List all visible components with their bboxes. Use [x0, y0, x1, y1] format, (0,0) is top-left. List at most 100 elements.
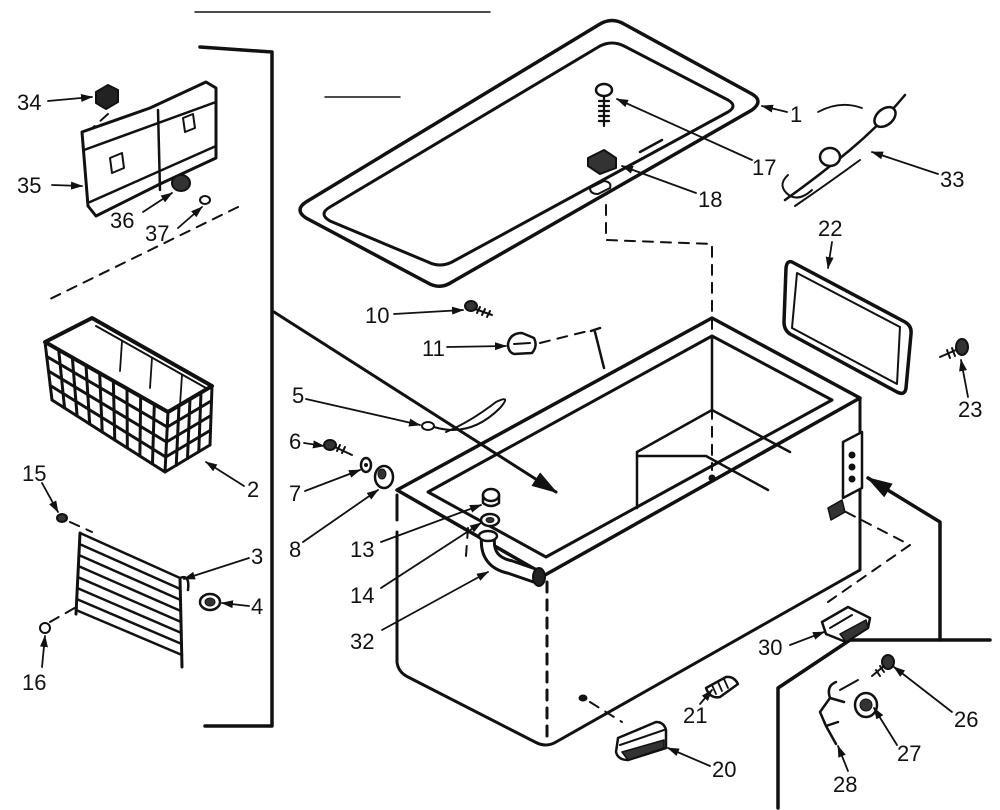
basket-wire	[43, 340, 214, 414]
divider-slat	[78, 542, 182, 591]
leader-line-16	[39, 635, 48, 668]
leader-line-28	[837, 745, 849, 772]
callout-13: 13	[350, 537, 374, 562]
callout-30: 30	[758, 635, 782, 660]
knob-part-8	[373, 464, 395, 490]
leader-line-18	[621, 165, 697, 194]
callout-6: 6	[289, 429, 301, 454]
leader-line-14	[380, 522, 482, 589]
callout-23: 23	[958, 397, 982, 422]
leader-line-35	[51, 181, 83, 190]
divider-part-3	[74, 531, 190, 669]
wire-basket-part-2	[43, 316, 214, 474]
screw-part-23	[939, 338, 969, 359]
lid-bracket-part-18	[587, 149, 713, 471]
leader-line-37	[177, 206, 203, 229]
basket-back-wire	[119, 340, 123, 372]
callout-2: 2	[247, 477, 259, 502]
clip-part-11	[506, 326, 606, 370]
leader-line-30	[789, 631, 825, 646]
cord-assembly-part-33	[781, 93, 907, 207]
leader-line-23	[959, 359, 969, 398]
callout-16: 16	[22, 670, 46, 695]
left-group-arrow	[272, 310, 558, 494]
callout-14: 14	[350, 583, 374, 608]
freezer-cabinet	[395, 316, 911, 747]
panel-part-22	[782, 259, 913, 396]
callout-3: 3	[251, 544, 263, 569]
leader-line-3	[183, 557, 250, 580]
leader-line-5	[305, 398, 421, 427]
basket-back-rim	[95, 325, 207, 389]
cap-part-13	[481, 487, 501, 508]
washer-part-37	[199, 195, 211, 205]
screw-part-10	[464, 300, 493, 318]
leader-line-34	[47, 94, 93, 102]
divider-slat	[74, 608, 184, 657]
divider-slat	[77, 553, 182, 602]
basket-wire	[50, 398, 212, 474]
divider-left-edge	[74, 531, 82, 616]
basket-back-wire	[149, 357, 153, 389]
callout-22: 22	[818, 216, 842, 241]
basket-wire	[47, 369, 213, 444]
block-part-20	[614, 720, 668, 762]
callout-36: 36	[110, 208, 134, 233]
divider-slat	[78, 531, 182, 580]
callout-18: 18	[698, 187, 722, 212]
washer-part-7	[359, 456, 373, 474]
basket-back-wire	[179, 374, 183, 406]
leader-line-26	[893, 666, 953, 713]
hinge-part-35	[80, 80, 218, 218]
leader-line-33	[871, 151, 939, 175]
leader-line-22	[825, 241, 834, 269]
basket-wire	[45, 355, 213, 429]
divider-slat	[77, 564, 183, 613]
divider-slat	[76, 575, 183, 624]
callout-34: 34	[17, 90, 41, 115]
left-group-bracket	[198, 45, 274, 728]
leader-line-6	[303, 440, 325, 449]
callout-labels: 34 35 36 37 2 15 3 4 16 10 11 5 6 7 8 13…	[17, 90, 982, 797]
callout-26: 26	[954, 707, 978, 732]
callout-20: 20	[712, 757, 736, 782]
lower-right-group-bracket	[776, 638, 992, 810]
callout-37: 37	[145, 221, 169, 246]
screw-part-6	[323, 439, 353, 456]
bracket-part-28	[818, 679, 859, 746]
callout-33: 33	[940, 167, 964, 192]
callout-17: 17	[752, 155, 776, 180]
ball-part-16	[39, 605, 79, 634]
lower-right-group-arrow	[866, 476, 942, 642]
leader-line-10	[393, 306, 464, 315]
leader-line-36	[142, 192, 173, 213]
lid-part-1	[298, 18, 760, 288]
divider-slat	[75, 586, 183, 635]
callout-7: 7	[289, 481, 301, 506]
washer-part-14	[479, 512, 501, 528]
leader-line-21	[699, 689, 713, 705]
leader-line-20	[667, 747, 711, 767]
basket-wire	[48, 384, 212, 459]
knob-part-4	[198, 592, 222, 612]
callout-32: 32	[350, 629, 374, 654]
callout-15: 15	[22, 461, 46, 486]
basket-alignment-line	[47, 206, 239, 301]
screw-part-26	[871, 654, 895, 677]
leader-line-7	[304, 469, 361, 492]
callout-28: 28	[833, 772, 857, 797]
callout-27: 27	[897, 741, 921, 766]
callout-21: 21	[683, 703, 707, 728]
stop-part-15	[56, 513, 93, 533]
pin-part-21	[704, 675, 740, 699]
wire-part-5	[421, 398, 507, 433]
leader-line-27	[873, 707, 898, 746]
screw-part-17	[594, 82, 614, 128]
callout-35: 35	[17, 173, 41, 198]
callout-10: 10	[365, 303, 389, 328]
leader-line-4	[221, 600, 250, 609]
drain-tube-part-32	[477, 529, 546, 587]
divider-slat	[75, 597, 183, 646]
divider-right-edge	[178, 576, 184, 669]
